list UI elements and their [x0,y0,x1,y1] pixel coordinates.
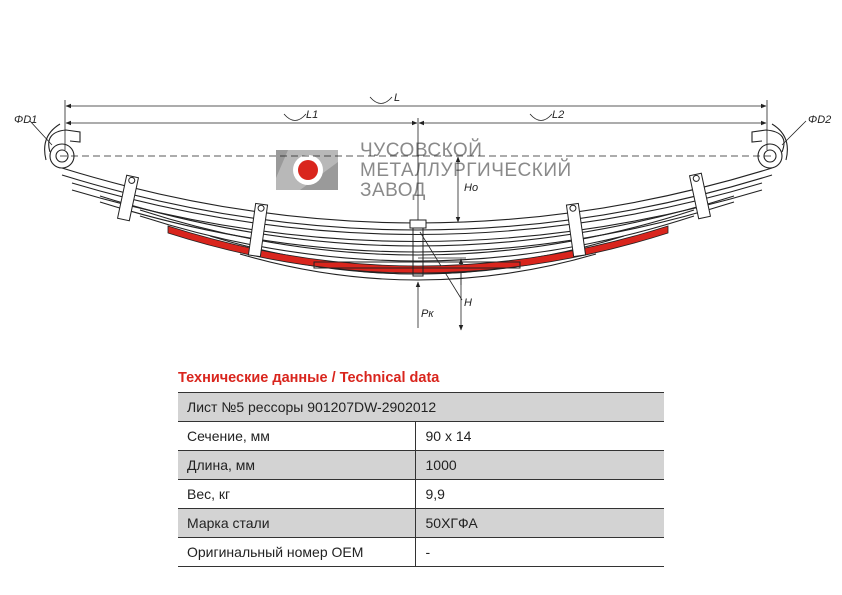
spring-clamps [116,172,712,277]
clamp-4 [688,172,712,220]
spring-eye-right [751,123,788,169]
table-row: Вес, кг 9,9 [178,479,664,509]
table-row: Марка стали 50ХГФА [178,508,664,538]
row-value: 50ХГФА [415,508,664,538]
logo-line-1: ЧУСОВСКОЙ [360,139,482,161]
clamp-3 [565,202,587,258]
logo-line-2: МЕТАЛЛУРГИЧЕСКИЙ [360,159,572,181]
dimension-lines [29,96,807,331]
eye-label-left: ΦD1 [14,114,37,126]
section-title: Технические данные / Technical data [178,370,440,386]
center-bolt [409,219,427,277]
clamp-2 [247,202,269,258]
table-row: Оригинальный номер OEM - [178,537,664,567]
dim-label-l2: L2 [552,109,564,121]
load-label: Pк [421,308,434,320]
logo-line-3: ЗАВОД [360,180,426,201]
row-label: Длина, мм [178,450,416,480]
dim-label-l: L [394,92,400,104]
row-value: 9,9 [415,479,664,509]
highlighted-leaf [167,225,669,274]
table-row: Длина, мм 1000 [178,450,664,480]
company-logo: ЧУСОВСКОЙ МЕТАЛЛУРГИЧЕСКИЙ ЗАВОД [276,139,572,201]
eye-label-right: ΦD2 [808,114,831,126]
row-label: Вес, кг [178,479,416,509]
table-header: Лист №5 рессоры 901207DW-2902012 [178,392,664,422]
row-value: 1000 [415,450,664,480]
leaf-spring-drawing: ЧУСОВСКОЙ МЕТАЛЛУРГИЧЕСКИЙ ЗАВОД L L1 L2… [14,92,831,331]
dim-label-h: H [464,297,472,309]
spring-eye-left [44,123,81,169]
logo-emblem [276,150,338,190]
row-value: 90 х 14 [415,421,664,451]
row-label: Марка стали [178,508,416,538]
row-label: Оригинальный номер OEM [178,537,416,567]
clamp-1 [116,174,140,222]
table-header-row: Лист №5 рессоры 901207DW-2902012 [178,392,664,422]
row-value: - [415,537,664,567]
spec-table: Лист №5 рессоры 901207DW-2902012 Сечение… [178,392,664,567]
table-row: Сечение, мм 90 х 14 [178,421,664,451]
dim-label-l1: L1 [306,109,318,121]
bottom-leaf [313,261,521,269]
row-label: Сечение, мм [178,421,416,451]
dim-label-ho: Ho [464,182,478,194]
